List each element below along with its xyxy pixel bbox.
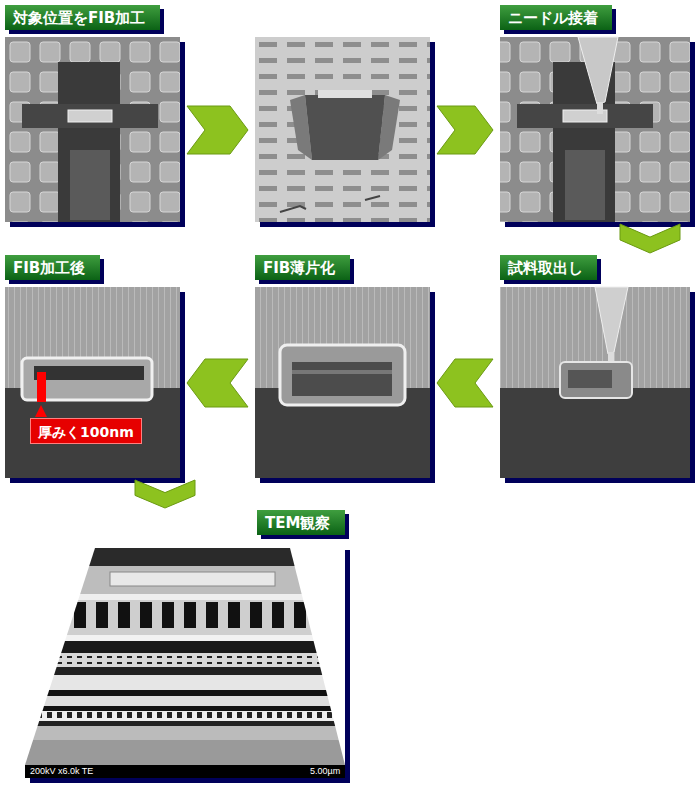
callout-pointer <box>35 405 47 417</box>
flow-chevron <box>620 224 680 253</box>
process-step: 試料取出し <box>500 255 690 478</box>
step-tab: ニードル接着 <box>500 5 612 30</box>
process-step: ニードル接着 <box>500 5 690 222</box>
step-title: FIB薄片化 <box>263 256 335 281</box>
process-step: FIB薄片化 <box>255 255 430 478</box>
step-title: TEM観察 <box>265 511 330 536</box>
flow-chevron <box>135 480 195 508</box>
step-tab: FIB薄片化 <box>255 255 350 280</box>
sem-image <box>255 287 435 483</box>
sem-image <box>5 37 185 227</box>
process-step: TEM観察 <box>25 510 345 778</box>
step-tab: TEM観察 <box>257 510 345 535</box>
callout-text: 厚みく100nm <box>38 423 134 441</box>
step-title: ニードル接着 <box>508 6 598 31</box>
sem-image <box>255 37 435 227</box>
step-title: 対象位置をFIB加工 <box>13 6 145 31</box>
flow-chevron <box>187 359 248 407</box>
step-tab: 試料取出し <box>500 255 597 280</box>
step-title: FIB加工後 <box>13 256 85 281</box>
callout-box: 厚みく100nm <box>30 418 142 444</box>
flow-chevron <box>437 359 493 407</box>
tem-info: 5.00µm <box>310 765 340 778</box>
sem-image <box>5 287 185 483</box>
step-title: 試料取出し <box>508 256 583 281</box>
thin-area-mark <box>37 372 46 402</box>
tem-info: 200kV x6.0k TE <box>30 765 93 778</box>
step-tab: FIB加工後 <box>5 255 100 280</box>
flow-chevron <box>187 106 493 154</box>
process-step: FIB加工後厚みく100nm <box>5 255 180 478</box>
sem-image <box>500 287 695 483</box>
process-step: 対象位置をFIB加工 <box>5 5 180 222</box>
step-tab: 対象位置をFIB加工 <box>5 5 160 30</box>
sem-image <box>500 37 695 227</box>
tem-image <box>25 545 350 783</box>
